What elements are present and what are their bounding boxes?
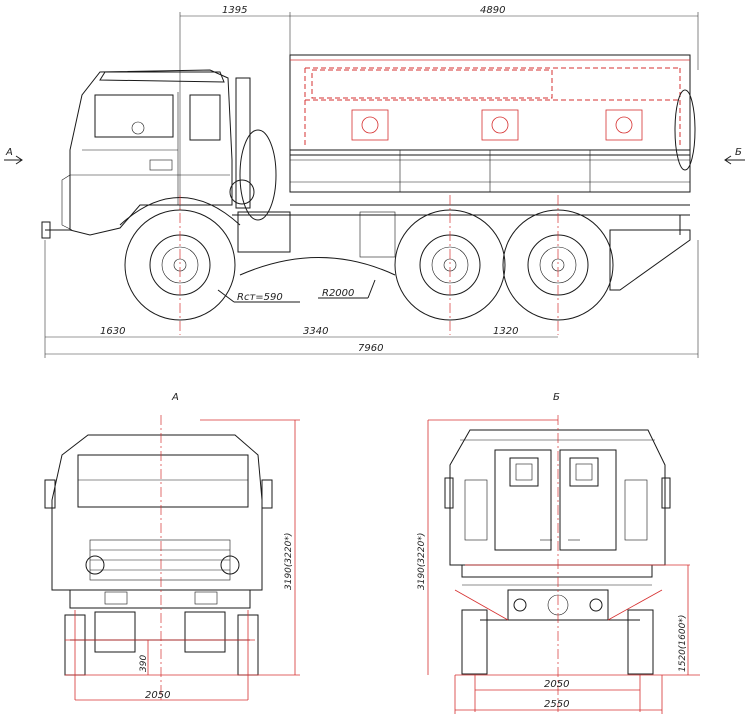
radius-ramp-label: R2000 xyxy=(322,288,354,299)
dim-body-length: 4890 xyxy=(480,5,505,16)
dim-front-overhang: 1630 xyxy=(100,326,125,337)
chassis xyxy=(232,211,691,291)
section-mark-left: A xyxy=(4,147,23,165)
rear-platform-label: 1520(1600*) xyxy=(678,615,688,672)
rear-view-title: Б xyxy=(553,392,560,403)
dim-wheelbase: 3340 xyxy=(303,326,328,337)
rear-view: Б 3190( xyxy=(417,392,700,714)
dim-cab-length: 1395 xyxy=(222,5,247,16)
section-mark-right: Б xyxy=(724,147,745,165)
svg-text:A: A xyxy=(5,147,13,158)
tilt-marker-2 xyxy=(481,109,519,141)
front-height-label: 3190(3220*) xyxy=(284,533,294,590)
cargo-body xyxy=(289,54,696,206)
dim-total-length: 7960 xyxy=(358,343,383,354)
air-intake xyxy=(229,77,277,221)
tilt-marker-3 xyxy=(605,109,643,141)
bottom-dimensions: 1630 3340 1320 7960 xyxy=(44,240,699,358)
rear-track-label: 2050 xyxy=(544,679,569,690)
front-track-label: 2050 xyxy=(145,690,170,701)
front-clearance-label: 390 xyxy=(139,655,149,672)
clearance-annotations: Rст=590 R2000 xyxy=(217,257,396,303)
tilt-marker-1 xyxy=(351,109,389,141)
dim-bogie: 1320 xyxy=(493,326,518,337)
svg-text:Б: Б xyxy=(735,147,742,158)
cab xyxy=(41,69,233,239)
radius-front-label: Rст=590 xyxy=(237,292,283,303)
top-dimensions: 1395 4890 xyxy=(179,5,699,210)
front-view-title: A xyxy=(171,392,179,403)
rear-width-label: 2550 xyxy=(544,699,569,710)
side-view: 1395 4890 xyxy=(4,5,745,358)
front-view: A 3190(3220*) xyxy=(44,392,300,701)
rear-height-label: 3190(3220*) xyxy=(417,533,427,590)
